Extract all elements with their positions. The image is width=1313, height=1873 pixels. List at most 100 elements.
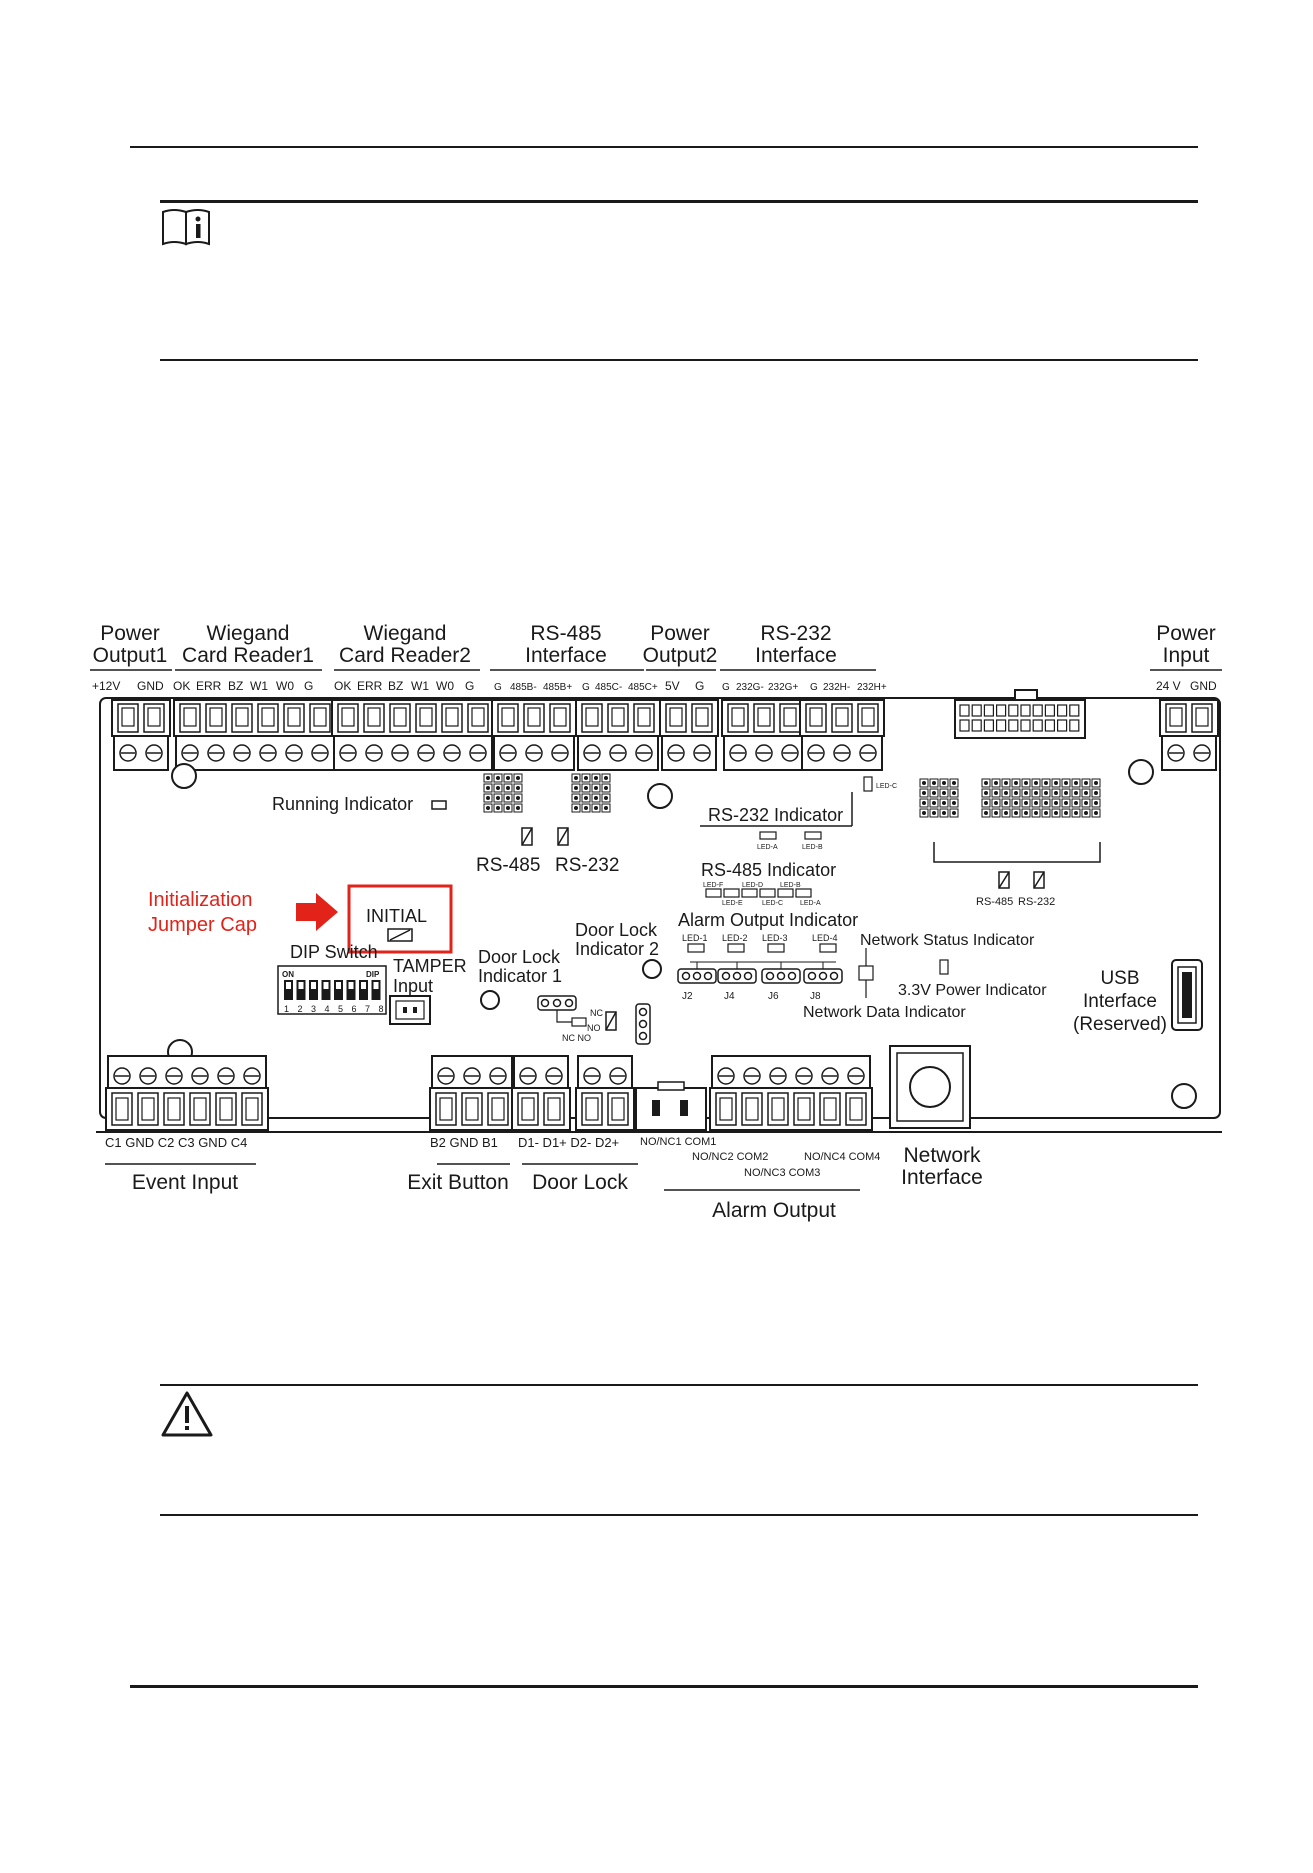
svg-text:OK: OK [334, 679, 351, 693]
bottom-terminal-block [709, 1055, 873, 1131]
bottom-pin-labels: C1 GND C2 C3 GND C4 B2 GND B1 D1- D1+ D2… [105, 1135, 880, 1179]
door-lock-label: Door Lock [532, 1171, 628, 1194]
svg-text:G: G [304, 679, 313, 693]
svg-text:485C-: 485C- [595, 682, 622, 693]
initialization-jumper-callout: Initialization Jumper Cap [148, 884, 453, 954]
svg-text:D1- D1+ D2- D2+: D1- D1+ D2- D2+ [518, 1135, 619, 1150]
svg-text:TAMPER: TAMPER [393, 956, 467, 976]
svg-text:J4: J4 [724, 991, 735, 1002]
svg-text:Output2: Output2 [643, 644, 718, 667]
svg-text:LED-3: LED-3 [762, 933, 788, 943]
top-terminal-block [1159, 699, 1219, 771]
svg-text:Indicator 2: Indicator 2 [575, 939, 659, 959]
svg-text:Initialization: Initialization [148, 889, 253, 911]
door-lock-indicator1-label: Door Lock Indicator 1 [478, 947, 562, 986]
svg-text:LED-F: LED-F [703, 882, 723, 889]
running-indicator-label: Running Indicator [272, 794, 413, 814]
door-lock-indicator2-label: Door Lock Indicator 2 [575, 920, 659, 959]
controller-board-diagram: Power Output1 Wiegand Card Reader1 Wiega… [90, 622, 1222, 1222]
svg-text:LED-A: LED-A [800, 900, 821, 907]
rs232-indicator-label: RS-232 Indicator [708, 805, 843, 825]
bottom-terminal-block [575, 1055, 635, 1131]
top-terminal-block [575, 699, 661, 771]
svg-text:Door Lock: Door Lock [575, 920, 658, 940]
svg-text:Output1: Output1 [93, 644, 168, 667]
label-power-output2: Power Output2 [643, 622, 718, 667]
svg-text:GND: GND [1190, 679, 1217, 693]
header-connector [954, 689, 1086, 739]
note-book-icon [160, 208, 212, 250]
svg-text:J2: J2 [682, 991, 693, 1002]
label-power-output1: Power Output1 [93, 622, 168, 667]
svg-text:LED-B: LED-B [802, 844, 823, 851]
svg-text:Input: Input [1163, 644, 1210, 667]
top-terminal-block [721, 699, 807, 771]
svg-text:Wiegand: Wiegand [364, 622, 447, 645]
alarm-power-connector [635, 1081, 707, 1131]
caution-bottom-rule [160, 1514, 1198, 1516]
svg-text:485B-: 485B- [510, 682, 537, 693]
svg-text:BZ: BZ [388, 679, 403, 693]
top-terminal-blocks [111, 699, 1219, 771]
exit-button-label: Exit Button [407, 1171, 509, 1194]
label-wiegand-card-reader2: Wiegand Card Reader2 [339, 622, 471, 667]
svg-text:24 V: 24 V [1156, 679, 1181, 693]
svg-text:LED-1: LED-1 [682, 933, 708, 943]
svg-text:1 2 3 4 5 6 7 8: 1 2 3 4 5 6 7 8 [284, 1004, 387, 1014]
svg-text:W0: W0 [436, 679, 454, 693]
top-pin-labels: +12V GND OK ERR BZ W1 W0 G OK ERR BZ W1 … [92, 679, 1217, 693]
bottom-terminal-block [429, 1055, 515, 1131]
svg-text:232G-: 232G- [736, 682, 764, 693]
svg-text:C1 GND C2 C3 GND C4: C1 GND C2 C3 GND C4 [105, 1135, 247, 1150]
top-terminal-block [173, 699, 337, 771]
svg-text:G: G [582, 682, 590, 693]
svg-text:NO/NC4 COM4: NO/NC4 COM4 [804, 1151, 880, 1163]
top-terminal-block [491, 699, 577, 771]
svg-text:232H+: 232H+ [857, 682, 887, 693]
svg-text:Interface: Interface [901, 1166, 983, 1189]
svg-text:NO/NC2 COM2: NO/NC2 COM2 [692, 1151, 768, 1163]
svg-text:NO/NC3 COM3: NO/NC3 COM3 [744, 1167, 820, 1179]
svg-text:G: G [494, 682, 502, 693]
network-data-indicator-label: Network Data Indicator [803, 1004, 966, 1021]
rs485-jumper-label: RS-485 [476, 855, 540, 876]
svg-text:LED-A: LED-A [757, 844, 778, 851]
svg-text:RS-232: RS-232 [1018, 896, 1055, 908]
rs485-indicator-label: RS-485 Indicator [701, 860, 836, 880]
svg-text:Wiegand: Wiegand [207, 622, 290, 645]
note-top-rule [160, 200, 1198, 203]
svg-text:B2 GND B1: B2 GND B1 [430, 1135, 498, 1150]
svg-text:+12V: +12V [92, 679, 120, 693]
svg-text:Interface: Interface [1083, 991, 1157, 1012]
svg-text:J8: J8 [810, 991, 821, 1002]
svg-text:Interface: Interface [755, 644, 837, 667]
top-terminal-block [111, 699, 171, 771]
svg-text:Input: Input [393, 976, 433, 996]
top-terminal-block [659, 699, 719, 771]
network-interface-label: Network Interface [901, 1144, 983, 1189]
power-indicator-label: 3.3V Power Indicator [898, 982, 1047, 999]
warning-triangle-icon [160, 1390, 214, 1442]
header-rule [130, 146, 1198, 148]
svg-text:J6: J6 [768, 991, 779, 1002]
svg-text:Jumper Cap: Jumper Cap [148, 914, 257, 936]
top-terminal-block [331, 699, 495, 771]
event-input-label: Event Input [132, 1171, 238, 1194]
svg-text:Network: Network [903, 1144, 981, 1167]
svg-text:LED-D: LED-D [742, 882, 763, 889]
svg-text:RS-232: RS-232 [760, 622, 831, 645]
svg-text:OK: OK [173, 679, 190, 693]
svg-text:LED-C: LED-C [876, 783, 897, 790]
alarm-output-label: Alarm Output [712, 1199, 836, 1222]
svg-text:GND: GND [137, 679, 164, 693]
svg-text:G: G [810, 682, 818, 693]
svg-text:232G+: 232G+ [768, 682, 798, 693]
svg-text:NC NO: NC NO [562, 1033, 591, 1043]
label-wiegand-card-reader1: Wiegand Card Reader1 [182, 622, 314, 667]
svg-text:(Reserved): (Reserved) [1073, 1014, 1167, 1035]
label-power-input: Power Input [1156, 622, 1216, 667]
svg-text:NO/NC1 COM1: NO/NC1 COM1 [640, 1136, 716, 1148]
svg-text:Power: Power [100, 622, 160, 645]
network-status-indicator-label: Network Status Indicator [860, 932, 1035, 949]
